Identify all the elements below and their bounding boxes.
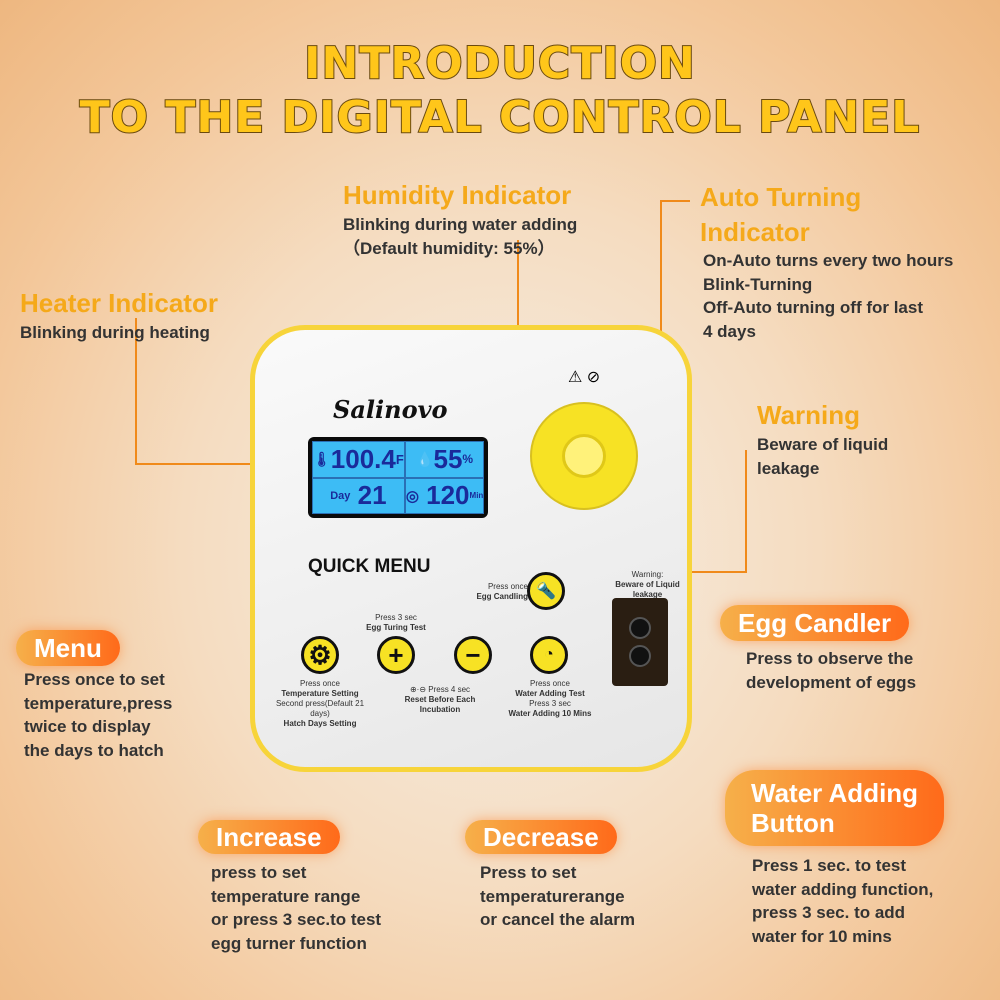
- flashlight-icon: 🔦: [536, 583, 556, 600]
- brand-logo: Salinovo: [333, 395, 448, 424]
- heater-title: Heater Indicator: [20, 288, 218, 318]
- connector-heater-h: [135, 463, 303, 465]
- egg-candler-pill: Egg Candler: [720, 605, 910, 641]
- minus-icon: −: [465, 639, 481, 670]
- humidity-title: Humidity Indicator: [343, 180, 572, 210]
- plus-icon: +: [388, 639, 404, 670]
- lcd-humidity: 💧55%: [404, 441, 485, 478]
- thermometer-icon: 🌡: [313, 450, 331, 467]
- droplet-icon: 💧: [416, 450, 434, 467]
- menu-pill: Menu: [16, 630, 120, 666]
- increase-pill: Increase: [198, 820, 340, 854]
- connector-turning-top: [660, 200, 690, 202]
- water-pump-icon: ◔: [544, 646, 554, 663]
- water-adding-button[interactable]: ◔: [530, 636, 568, 674]
- turning-icon: ◎: [405, 487, 419, 505]
- power-socket: [612, 598, 668, 686]
- connector-warning-h: [680, 571, 747, 573]
- heater-text: Blinking during heating: [20, 323, 210, 342]
- connector-warning: [745, 450, 747, 572]
- increase-button[interactable]: +: [377, 636, 415, 674]
- decrease-button[interactable]: −: [454, 636, 492, 674]
- warning-icon: ⚠ ⊘: [568, 369, 601, 386]
- title-line-1: INTRODUCTION: [303, 37, 696, 90]
- control-panel: [250, 325, 692, 772]
- warning-title: Warning: [757, 400, 861, 430]
- water-inlet: [530, 402, 638, 510]
- title-line-2: TO THE DIGITAL CONTROL PANEL: [79, 91, 921, 144]
- egg-candling-button[interactable]: 🔦: [527, 572, 565, 610]
- gear-icon: ⚙: [308, 639, 332, 670]
- panel-warning-label: Warning:Beware of Liquid leakage: [615, 570, 680, 599]
- connector-heater: [135, 318, 137, 464]
- quick-menu-label: QUICK MENU: [308, 556, 431, 577]
- menu-button[interactable]: ⚙: [301, 636, 339, 674]
- decrease-pill: Decrease: [465, 820, 617, 854]
- lcd-day: Day 21: [312, 477, 405, 514]
- humidity-text: Blinking during water adding（Default hum…: [343, 215, 578, 258]
